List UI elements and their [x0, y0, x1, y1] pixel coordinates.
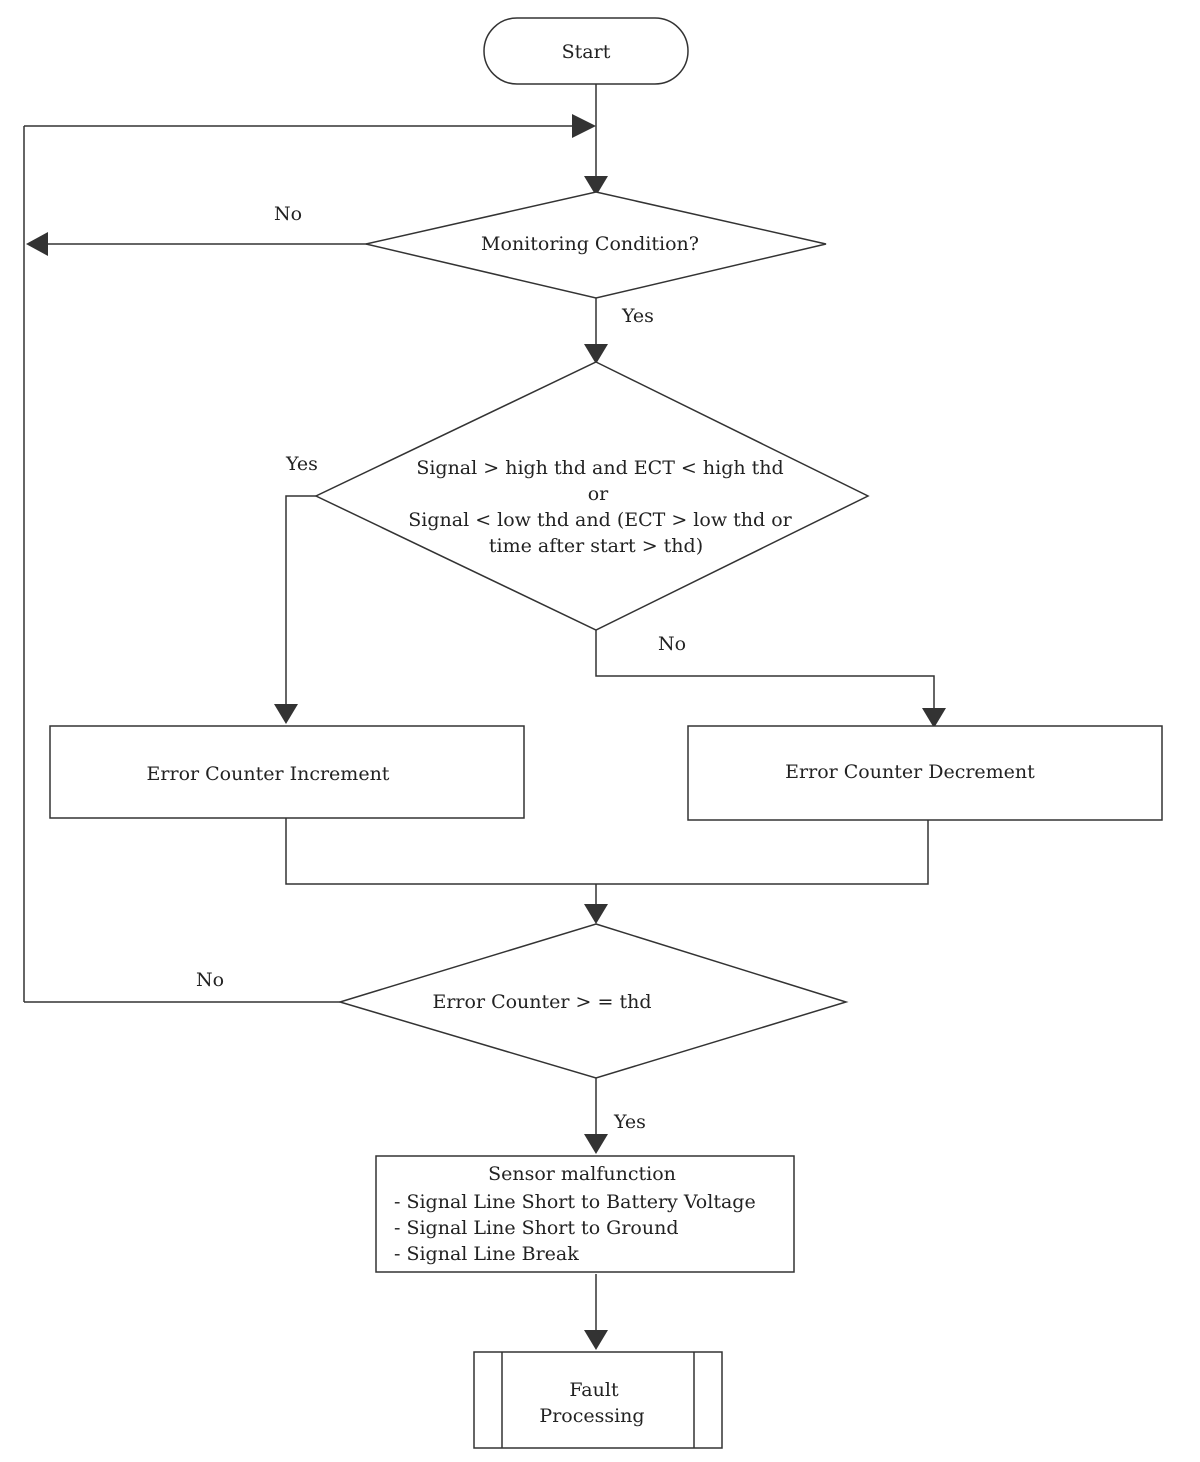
process-decrement-text: Error Counter Decrement	[785, 761, 1035, 783]
label-counter-yes: Yes	[613, 1111, 646, 1133]
edge-labels: No Yes Yes No No Yes	[196, 203, 686, 1133]
arrow-into-counter	[584, 904, 608, 924]
connectors	[23, 84, 935, 1332]
decision-monitoring-text: Monitoring Condition?	[481, 233, 699, 255]
malfunction-title: Sensor malfunction	[488, 1163, 676, 1185]
process-increment-text: Error Counter Increment	[147, 763, 390, 785]
arrow-into-fault	[584, 1330, 608, 1350]
label-signal-no: No	[658, 633, 686, 655]
decision-signal-line-1: Signal > high thd and ECT < high thd	[416, 457, 783, 479]
decision-counter: Error Counter > = thd	[337, 923, 849, 1079]
fault-line-1: Fault	[569, 1379, 619, 1401]
process-decrement: Error Counter Decrement	[687, 725, 1163, 821]
decision-counter-text: Error Counter > = thd	[432, 991, 651, 1013]
label-monitoring-yes: Yes	[621, 305, 654, 327]
label-counter-no: No	[196, 969, 224, 991]
arrow-into-monitoring	[584, 176, 608, 196]
decision-signal-check: Signal > high thd and ECT < high thd or …	[314, 361, 870, 631]
arrow-into-decrement	[922, 708, 946, 728]
arrow-into-malfunction	[584, 1134, 608, 1154]
malfunction-item-2: - Signal Line Short to Ground	[394, 1217, 679, 1239]
node-start-text: Start	[562, 41, 611, 63]
edge-merge	[285, 818, 929, 885]
malfunction-item-1: - Signal Line Short to Battery Voltage	[394, 1191, 756, 1213]
arrow-into-increment	[274, 704, 298, 724]
edge-signal-yes	[285, 495, 318, 708]
label-signal-yes: Yes	[285, 453, 318, 475]
process-malfunction: Sensor malfunction - Signal Line Short t…	[375, 1155, 795, 1273]
decision-signal-line-3: Signal < low thd and (ECT > low thd or	[408, 509, 792, 531]
fault-line-2: Processing	[539, 1405, 644, 1427]
edge-signal-no	[595, 630, 935, 712]
predefined-fault-processing: Fault Processing	[473, 1351, 723, 1449]
decision-signal-line-4: time after start > thd)	[489, 535, 703, 557]
malfunction-item-3: - Signal Line Break	[394, 1243, 579, 1265]
node-start: Start	[483, 17, 689, 85]
label-monitoring-no: No	[274, 203, 302, 225]
process-increment: Error Counter Increment	[49, 725, 525, 819]
arrow-monitoring-no	[26, 232, 48, 256]
arrow-into-signal	[584, 344, 608, 364]
arrowheads	[26, 114, 946, 1350]
decision-monitoring: Monitoring Condition?	[365, 191, 827, 299]
decision-signal-line-2: or	[588, 483, 609, 505]
arrow-into-loop	[572, 114, 596, 138]
